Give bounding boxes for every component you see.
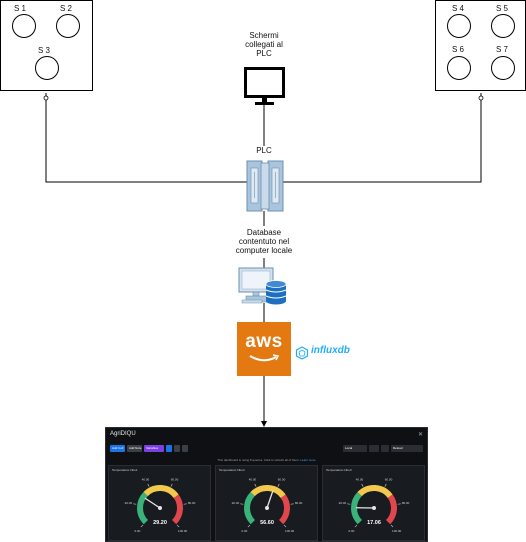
gauge-chart: 0.00 20.00 40.00 60.00 80.00 100.00 17.06 <box>323 472 426 542</box>
gauge-band <box>281 496 287 522</box>
gauge-hub <box>265 506 269 510</box>
gauge-tick-label: 20.00 <box>232 501 240 505</box>
dashboard-title: AgriDIQU <box>110 431 136 437</box>
gauge-chart: 0.00 20.00 40.00 60.00 80.00 100.00 29.20 <box>109 472 212 542</box>
gauge-tick-label: 60.00 <box>385 478 393 482</box>
refresh-button[interactable] <box>381 445 389 452</box>
learn-more-link[interactable]: Learn more <box>300 458 315 462</box>
plc-server-icon <box>246 160 284 212</box>
add-note-button[interactable]: Add Note <box>127 445 142 452</box>
gauge-tick-label: 0.00 <box>134 529 140 533</box>
sensor-label: S 1 <box>14 4 26 13</box>
close-icon[interactable]: ✕ <box>418 431 423 438</box>
gauge-value: 56.60 <box>260 520 274 526</box>
gauge-tick-label: 100.00 <box>285 529 295 533</box>
gauge-value: 17.06 <box>367 520 381 526</box>
monitor-icon <box>244 67 285 107</box>
gauge-band <box>174 496 180 522</box>
gauge-tick-label: 0.00 <box>348 529 354 533</box>
gauge-tick <box>177 525 179 527</box>
aws-logo: aws <box>237 322 291 376</box>
sensor-label: S 6 <box>452 45 464 54</box>
gauge-tick-label: 60.00 <box>278 478 286 482</box>
gauge-value: 29.20 <box>153 520 167 526</box>
sensor-label: S 4 <box>452 4 464 13</box>
sensor-circle <box>35 56 59 80</box>
gauge-tick-label: 100.00 <box>392 529 402 533</box>
sensor-label: S 2 <box>60 4 72 13</box>
gauge-band <box>253 488 284 496</box>
variables-button[interactable]: Variables <box>144 445 164 452</box>
aws-wordmark: aws <box>237 331 291 353</box>
influxdb-wordmark: influxdb <box>311 345 350 356</box>
sensor-circle <box>491 56 515 80</box>
aws-smile-icon <box>248 354 280 364</box>
plc-label: PLC <box>244 146 284 155</box>
gauge-band <box>247 494 253 522</box>
toolbar-icon-button[interactable] <box>182 445 188 452</box>
gauge-tick <box>284 525 286 527</box>
gauge-tick <box>391 525 393 527</box>
gauge-tick-label: 40.00 <box>249 478 257 482</box>
gauge-tick <box>355 525 357 527</box>
gauge-tick <box>141 525 143 527</box>
gauge-tick <box>255 484 256 487</box>
dashboard-screenshot: AgriDIQU ✕ Add Cell Add Note Variables L… <box>105 427 428 542</box>
sensor-circle <box>56 14 80 38</box>
add-cell-button[interactable]: Add Cell <box>110 445 125 452</box>
gauge-tick-label: 40.00 <box>142 478 150 482</box>
notice-text: This dashboard is using 8 queries. Click… <box>217 458 299 462</box>
gauge-band <box>360 488 391 496</box>
computer-database-icon <box>238 267 290 305</box>
gauge-band <box>146 488 177 496</box>
sensor-box-left: S 1 S 2 S 3 <box>0 0 93 91</box>
time-range-dropdown[interactable]: Reload <box>391 445 423 452</box>
database-label: Database contentuto nel computer locale <box>220 228 308 255</box>
gauge-tick-label: 20.00 <box>125 501 133 505</box>
gauge-tick <box>148 484 149 487</box>
gauge-tick-label: 80.00 <box>295 501 303 505</box>
gauge-needle <box>145 498 160 508</box>
gauge-hub <box>158 506 162 510</box>
gauge-tick <box>362 484 363 487</box>
gauge-tick-label: 20.00 <box>339 501 347 505</box>
timezone-dropdown[interactable]: Local <box>343 445 367 452</box>
gauge-tick-label: 80.00 <box>402 501 410 505</box>
gauge-hub <box>372 506 376 510</box>
sensor-label: S 5 <box>496 4 508 13</box>
gauge-chart: 0.00 20.00 40.00 60.00 80.00 100.00 56.60 <box>216 472 319 542</box>
gauge-tick <box>278 484 279 487</box>
influxdb-icon <box>295 346 309 360</box>
gauge-band <box>388 496 394 522</box>
toolbar-icon-button[interactable] <box>174 445 180 452</box>
sensor-label: S 3 <box>38 46 50 55</box>
sensor-label: S 7 <box>496 45 508 54</box>
screens-label: Schermi collegati al PLC <box>224 31 304 58</box>
sensor-box-right: S 4 S 5 S 6 S 7 <box>435 0 526 91</box>
dashboard-notice: This dashboard is using 8 queries. Click… <box>106 458 427 462</box>
sensor-circle <box>447 14 471 38</box>
gauge-tick <box>385 484 386 487</box>
sensor-circle <box>491 14 515 38</box>
gauge-tick <box>171 484 172 487</box>
sensor-circle <box>12 14 36 38</box>
toolbar-icon-button[interactable] <box>369 445 379 452</box>
toolbar-icon-button[interactable] <box>166 445 172 452</box>
sensor-circle <box>447 56 471 80</box>
gauge-tick-label: 80.00 <box>188 501 196 505</box>
gauge-needle <box>267 491 273 508</box>
gauge-tick-label: 100.00 <box>178 529 188 533</box>
gauge-tick-label: 0.00 <box>241 529 247 533</box>
gauge-tick-label: 40.00 <box>356 478 364 482</box>
gauge-tick <box>248 525 250 527</box>
gauge-tick-label: 60.00 <box>171 478 179 482</box>
